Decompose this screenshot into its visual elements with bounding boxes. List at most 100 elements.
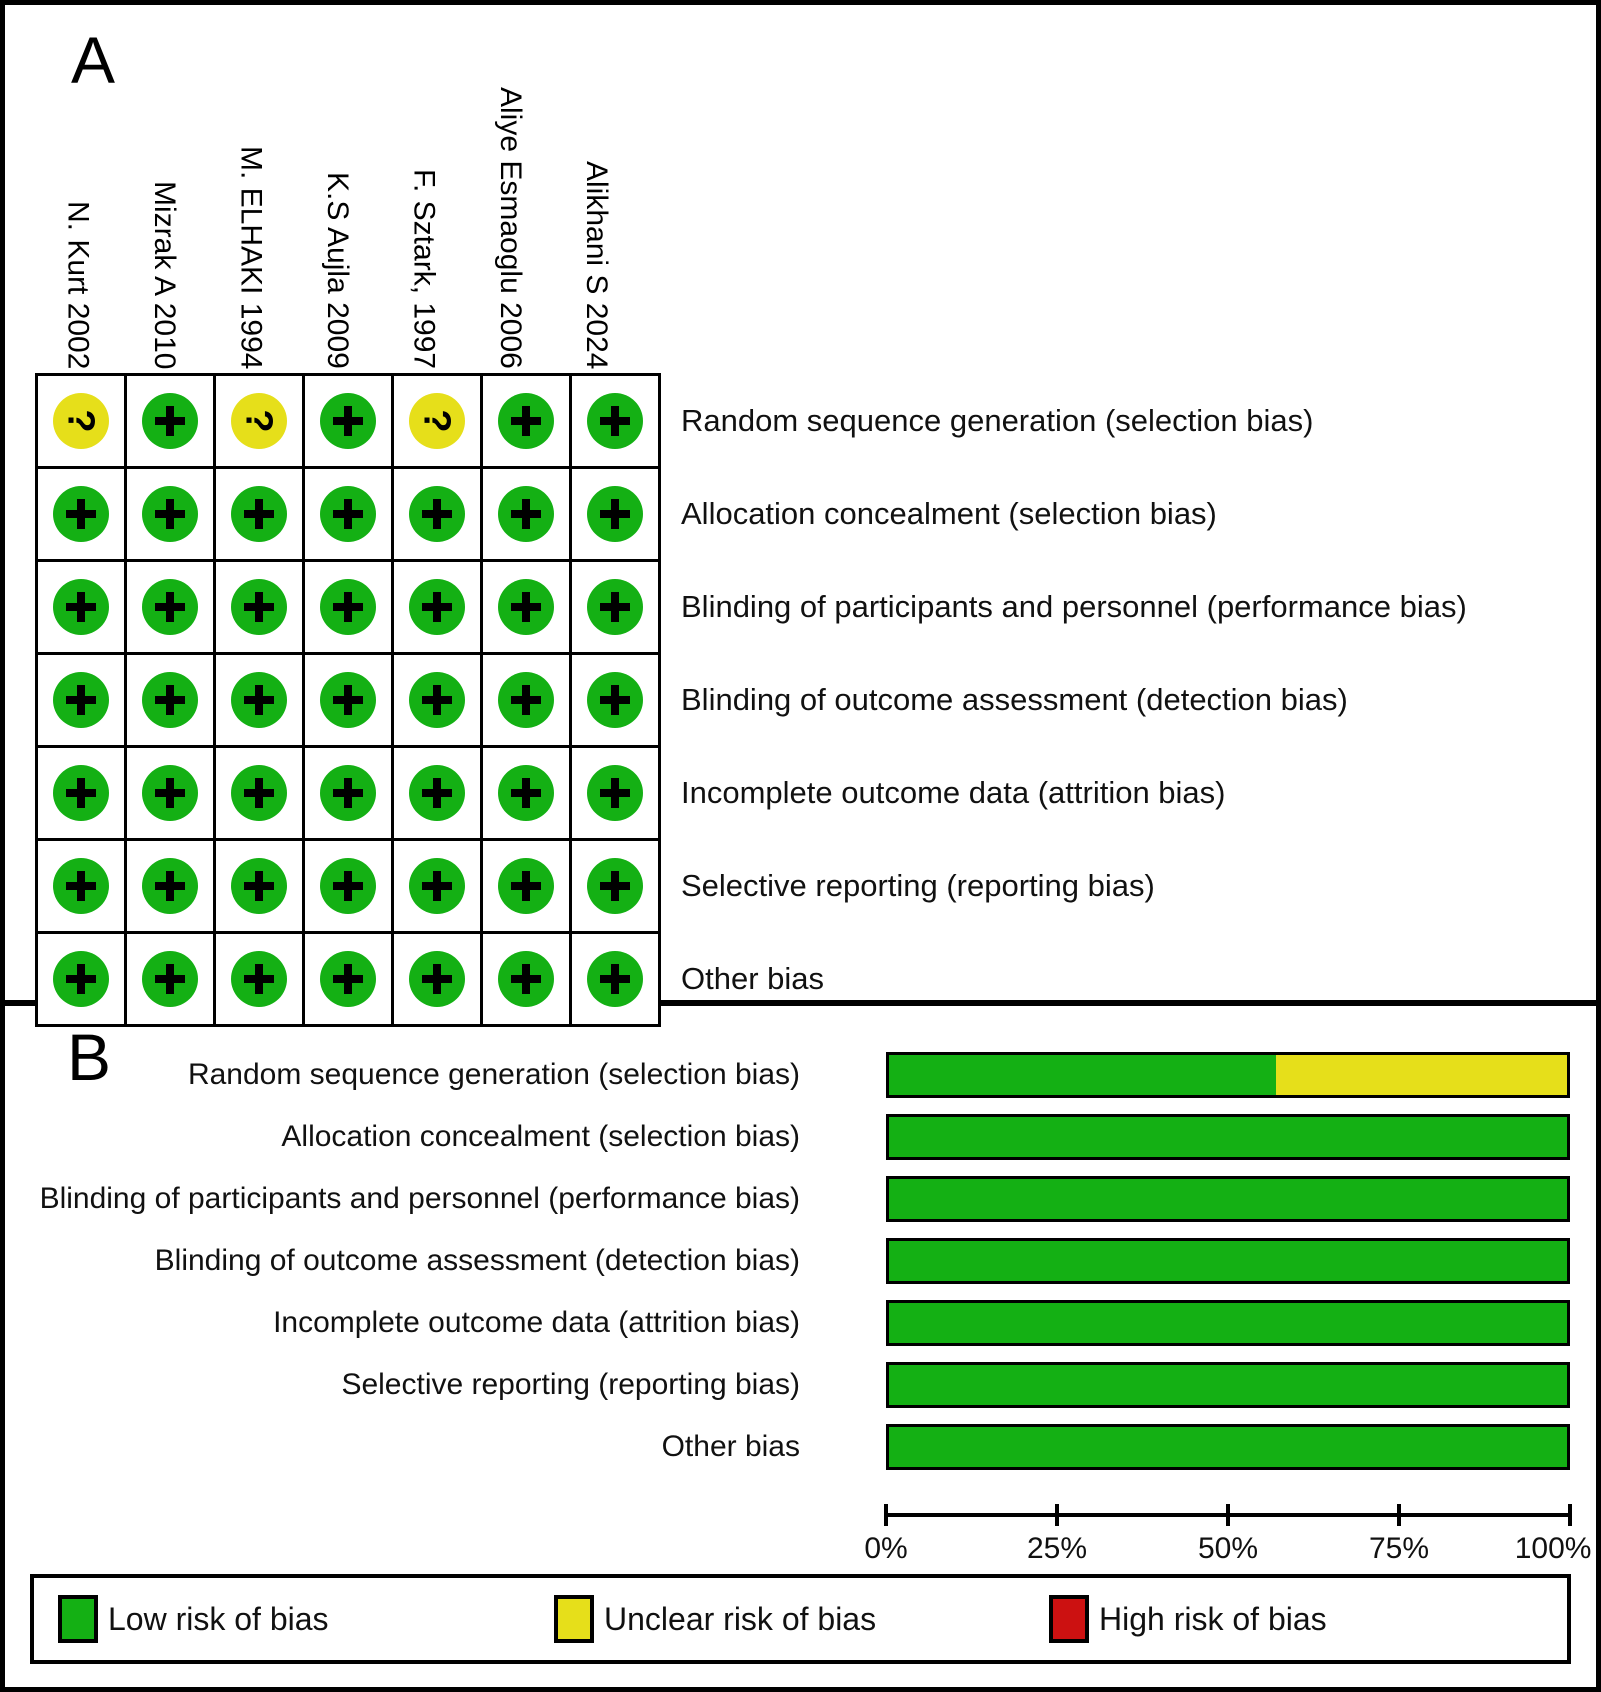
bar-label: Other bias <box>5 1430 800 1464</box>
low-risk-circle <box>587 579 643 635</box>
stacked-bar <box>886 1300 1570 1346</box>
rob-row-3: Blinding of outcome assessment (detectio… <box>35 652 1469 748</box>
rob-cell <box>213 838 305 934</box>
low-risk-circle <box>409 951 465 1007</box>
plus-icon <box>511 406 541 436</box>
plus-icon <box>244 964 274 994</box>
axis-tick-label: 25% <box>1026 1532 1088 1565</box>
low-risk-circle <box>231 486 287 542</box>
rob-cell <box>480 745 572 841</box>
rob-cell <box>213 559 305 655</box>
rob-cell: ? <box>213 373 305 469</box>
legend-swatch-unclear <box>554 1595 594 1643</box>
rob-row-4: Incomplete outcome data (attrition bias) <box>35 745 1469 841</box>
study-name: F. Sztark, 1997 <box>407 168 441 369</box>
rob-row-2: Blinding of participants and personnel (… <box>35 559 1469 655</box>
bar-label-text: Other bias <box>661 1430 800 1463</box>
study-name: Aliye Esmaoglu 2006 <box>493 87 527 369</box>
plus-icon <box>244 592 274 622</box>
domain-label: Blinding of participants and personnel (… <box>681 589 1467 624</box>
axis-tick-label: 75% <box>1368 1532 1430 1565</box>
bar-label-text: Allocation concealment (selection bias) <box>281 1120 800 1153</box>
rob-cell <box>213 466 305 562</box>
percent-axis <box>884 1502 1572 1528</box>
rob-row-5: Selective reporting (reporting bias) <box>35 838 1469 934</box>
bar-row-0: Random sequence generation (selection bi… <box>5 1044 1596 1106</box>
low-risk-circle <box>142 486 198 542</box>
plus-icon <box>333 406 363 436</box>
rob-cell <box>35 652 127 748</box>
domain-label: Blinding of outcome assessment (detectio… <box>681 682 1348 717</box>
low-risk-circle <box>231 858 287 914</box>
rob-cell <box>391 838 483 934</box>
bar-label-text: Random sequence generation (selection bi… <box>187 1058 800 1091</box>
bar-label: Blinding of participants and personnel (… <box>5 1182 800 1216</box>
low-risk-circle <box>142 951 198 1007</box>
low-risk-circle <box>498 672 554 728</box>
axis-tick <box>884 1504 888 1526</box>
plus-icon <box>244 499 274 529</box>
low-risk-circle <box>320 765 376 821</box>
question-mark-icon: ? <box>238 409 280 433</box>
plus-icon <box>600 871 630 901</box>
rob-cell <box>480 466 572 562</box>
bar-label-text: Selective reporting (reporting bias) <box>341 1368 800 1401</box>
plus-icon <box>66 778 96 808</box>
bar-segment-low <box>889 1427 1567 1467</box>
rob-cell <box>391 559 483 655</box>
stacked-bar <box>886 1114 1570 1160</box>
rob-cell <box>480 652 572 748</box>
legend-swatch-low <box>58 1595 98 1643</box>
bar-label-text: Blinding of outcome assessment (detectio… <box>154 1244 800 1277</box>
bar-row-5: Selective reporting (reporting bias) <box>5 1354 1596 1416</box>
rob-cell <box>569 838 661 934</box>
rob-cell <box>35 838 127 934</box>
axis-tick-label: 0% <box>864 1532 908 1565</box>
legend-label: Unclear risk of bias <box>604 1600 877 1637</box>
axis-tick <box>1055 1504 1059 1526</box>
low-risk-circle <box>409 765 465 821</box>
rob-cell <box>35 559 127 655</box>
bar-label: Blinding of outcome assessment (detectio… <box>5 1244 800 1278</box>
rob-cell <box>302 559 394 655</box>
plus-icon <box>511 871 541 901</box>
rob-cell <box>391 931 483 1027</box>
panel-b-label: B <box>67 1020 112 1094</box>
low-risk-circle <box>53 765 109 821</box>
low-risk-circle <box>498 486 554 542</box>
plus-icon <box>422 778 452 808</box>
low-risk-circle <box>320 486 376 542</box>
low-risk-circle <box>320 951 376 1007</box>
low-risk-circle <box>587 393 643 449</box>
plus-icon <box>511 592 541 622</box>
study-header-4: F. Sztark, 1997 <box>381 27 467 373</box>
bar-segment-unclear <box>1276 1055 1567 1095</box>
rob-cell <box>391 745 483 841</box>
bar-segment-low <box>889 1365 1567 1405</box>
stacked-bar <box>886 1052 1570 1098</box>
low-risk-circle <box>498 951 554 1007</box>
legend-swatch-high <box>1049 1595 1089 1643</box>
plus-icon <box>244 778 274 808</box>
low-risk-circle <box>409 858 465 914</box>
low-risk-circle <box>142 579 198 635</box>
low-risk-circle <box>53 672 109 728</box>
low-risk-circle <box>587 951 643 1007</box>
unclear-risk-circle: ? <box>231 393 287 449</box>
axis-tick <box>1397 1504 1401 1526</box>
low-risk-circle <box>231 672 287 728</box>
axis-tick <box>1226 1504 1230 1526</box>
rob-cell <box>302 838 394 934</box>
plus-icon <box>333 499 363 529</box>
bar-segment-low <box>889 1179 1567 1219</box>
bar-row-4: Incomplete outcome data (attrition bias) <box>5 1292 1596 1354</box>
low-risk-circle <box>498 579 554 635</box>
study-header-0: N. Kurt 2002 <box>35 27 121 373</box>
rob-cell <box>124 373 216 469</box>
rob-cell <box>302 745 394 841</box>
rob-cell <box>124 652 216 748</box>
low-risk-circle <box>142 393 198 449</box>
study-header-3: K.S Aujla 2009 <box>294 27 380 373</box>
bar-segment-low <box>889 1303 1567 1343</box>
